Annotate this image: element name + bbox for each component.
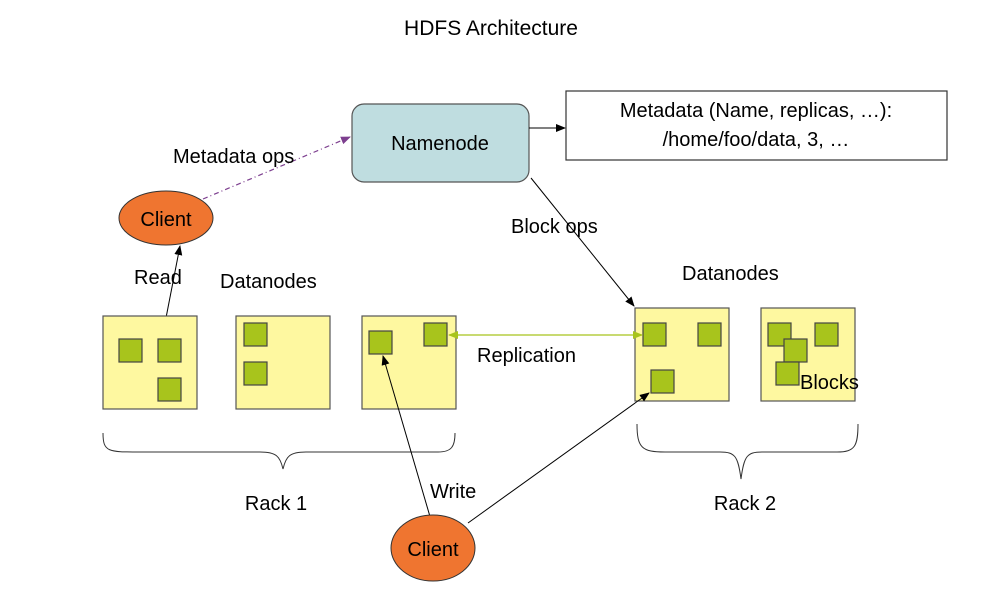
block [368, 330, 393, 355]
block [423, 322, 448, 347]
rack1-brace [102, 432, 456, 470]
block [650, 369, 675, 394]
namenode-label: Namenode [391, 133, 489, 155]
rack2-datanode-1 [634, 307, 730, 402]
rack1-datanode-3 [361, 315, 457, 410]
read-client-label: Client [140, 209, 192, 231]
block-ops-arrow [530, 177, 635, 307]
metadata-ops-arrow [202, 136, 351, 200]
read-client: Client [118, 190, 214, 246]
block [157, 338, 182, 363]
namenode: Namenode [351, 103, 530, 183]
write-client-label: Client [407, 539, 459, 561]
block [814, 322, 839, 347]
rack2-brace [636, 423, 859, 480]
metadata-line-1: Metadata (Name, replicas, …): [620, 100, 892, 122]
rack1-datanode-1 [102, 315, 198, 410]
write-client: Client [390, 514, 476, 582]
rack1-datanodes-label: Datanodes [220, 271, 317, 293]
block [642, 322, 667, 347]
write-arrow-rack2 [467, 392, 650, 524]
metadata-ops-label: Metadata ops [173, 146, 294, 168]
block [243, 322, 268, 347]
rack2-datanode-2 [760, 307, 856, 402]
read-label: Read [134, 267, 182, 289]
rack1-label: Rack 1 [245, 493, 307, 515]
rack1-datanode-2 [235, 315, 331, 410]
read-arrow [164, 245, 183, 324]
metadata-line-2: /home/foo/data, 3, … [663, 129, 850, 151]
write-label: Write [430, 481, 476, 503]
block [783, 338, 808, 363]
write-arrow-rack1 [381, 355, 432, 521]
block [157, 377, 182, 402]
blocks-label: Blocks [800, 372, 859, 394]
block-ops-label: Block ops [511, 216, 598, 238]
replication-label: Replication [477, 345, 576, 367]
block [243, 361, 268, 386]
block [775, 361, 800, 386]
rack2-datanodes-label: Datanodes [682, 263, 779, 285]
diagram-title: HDFS Architecture [404, 17, 578, 40]
metadata-box: Metadata (Name, replicas, …): /home/foo/… [565, 90, 948, 161]
rack2-label: Rack 2 [714, 493, 776, 515]
block [118, 338, 143, 363]
block [697, 322, 722, 347]
